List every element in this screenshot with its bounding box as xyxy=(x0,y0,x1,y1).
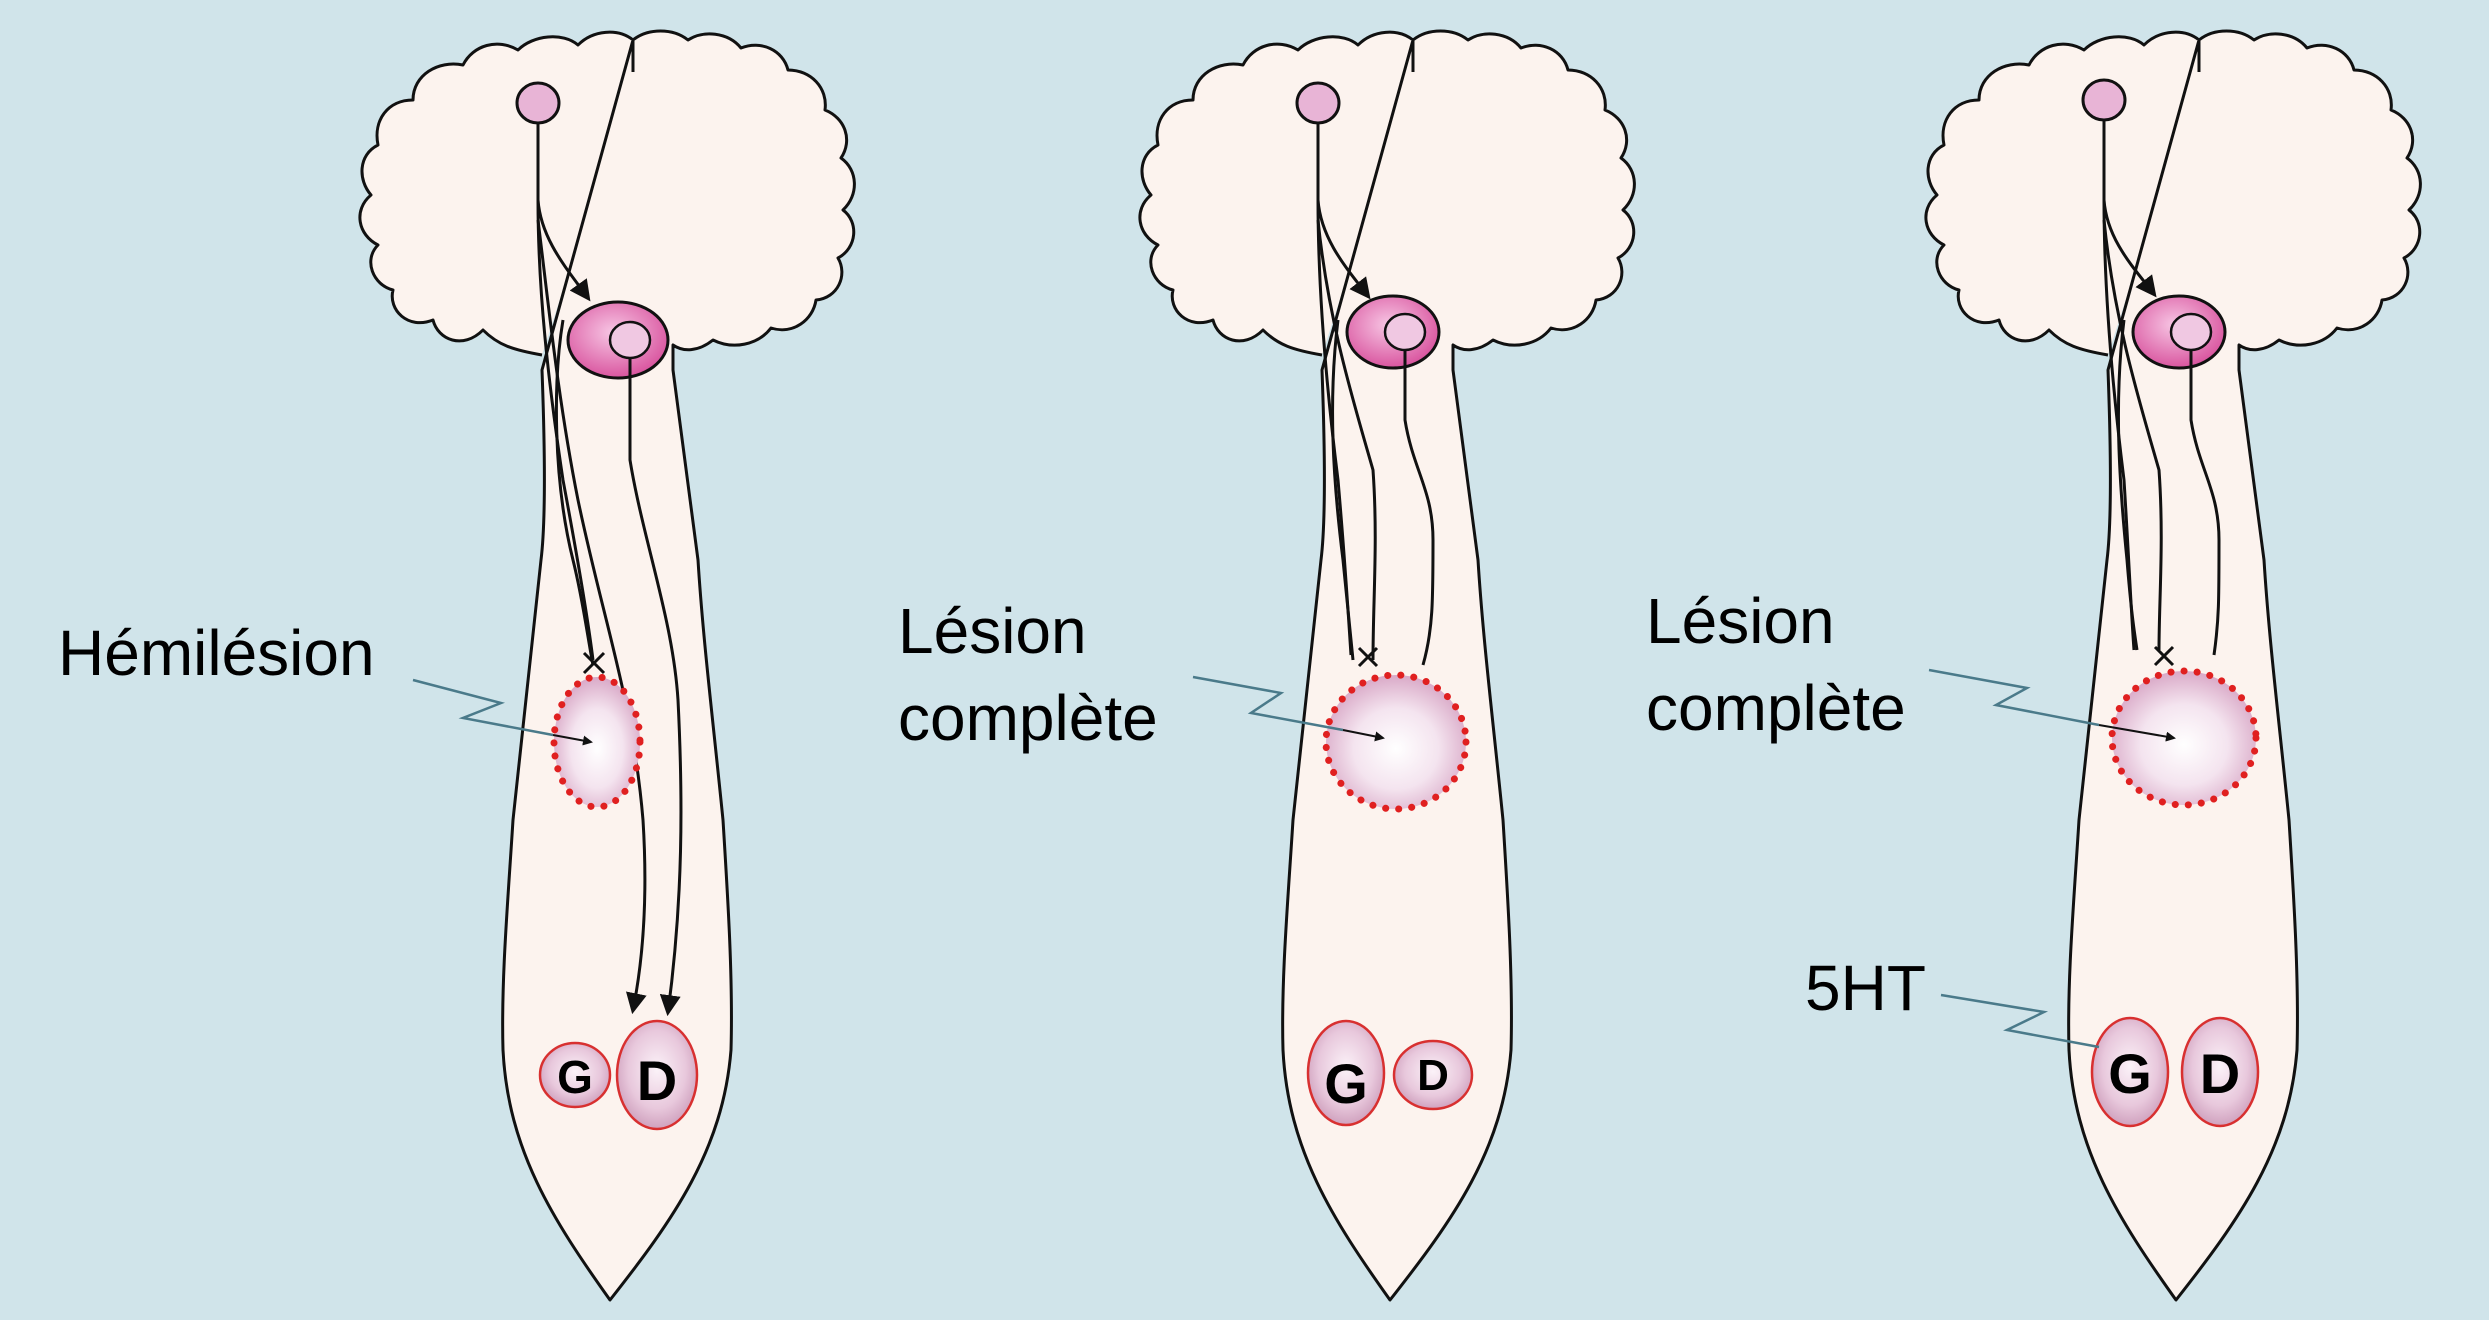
nucleus-right-label: D xyxy=(1417,1051,1449,1100)
serotonin-label: 5HT xyxy=(1805,952,1926,1024)
cortex-neuron xyxy=(2083,80,2125,120)
brain-cerebrum xyxy=(1140,31,1635,1300)
nucleus-right-label: D xyxy=(637,1049,677,1112)
cortex-neuron xyxy=(517,83,559,123)
brainstem-nucleus-inner xyxy=(610,322,650,358)
panel-3-label-line-2: complète xyxy=(1646,672,1906,744)
brainstem-nucleus-inner xyxy=(2171,314,2211,350)
panel-1-label: Hémilésion xyxy=(58,617,375,689)
panel-1: G D Hémilésion xyxy=(58,31,854,1300)
nucleus-left-label: G xyxy=(2108,1042,2152,1105)
panel-2-label-line-1: Lésion xyxy=(898,595,1087,667)
complete-lesion xyxy=(2112,671,2256,805)
panel-3-pointer xyxy=(1929,670,2099,725)
brainstem-nucleus-inner xyxy=(1385,314,1425,350)
nucleus-left-label: G xyxy=(1324,1052,1368,1115)
panel-3-label-line-1: Lésion xyxy=(1646,585,1835,657)
panel-2-label-line-2: complète xyxy=(898,682,1158,754)
panel-2: G D Lésion complète xyxy=(898,31,1634,1300)
nucleus-right-label: D xyxy=(2200,1042,2240,1105)
brain-cerebrum xyxy=(360,31,855,1300)
hemilesion xyxy=(554,677,640,807)
complete-lesion xyxy=(1326,675,1466,809)
nucleus-left-label: G xyxy=(557,1051,593,1103)
brain-cerebrum xyxy=(1926,31,2421,1300)
panel-3: G D Lésion complète 5HT xyxy=(1646,31,2420,1300)
cortex-neuron xyxy=(1297,83,1339,123)
